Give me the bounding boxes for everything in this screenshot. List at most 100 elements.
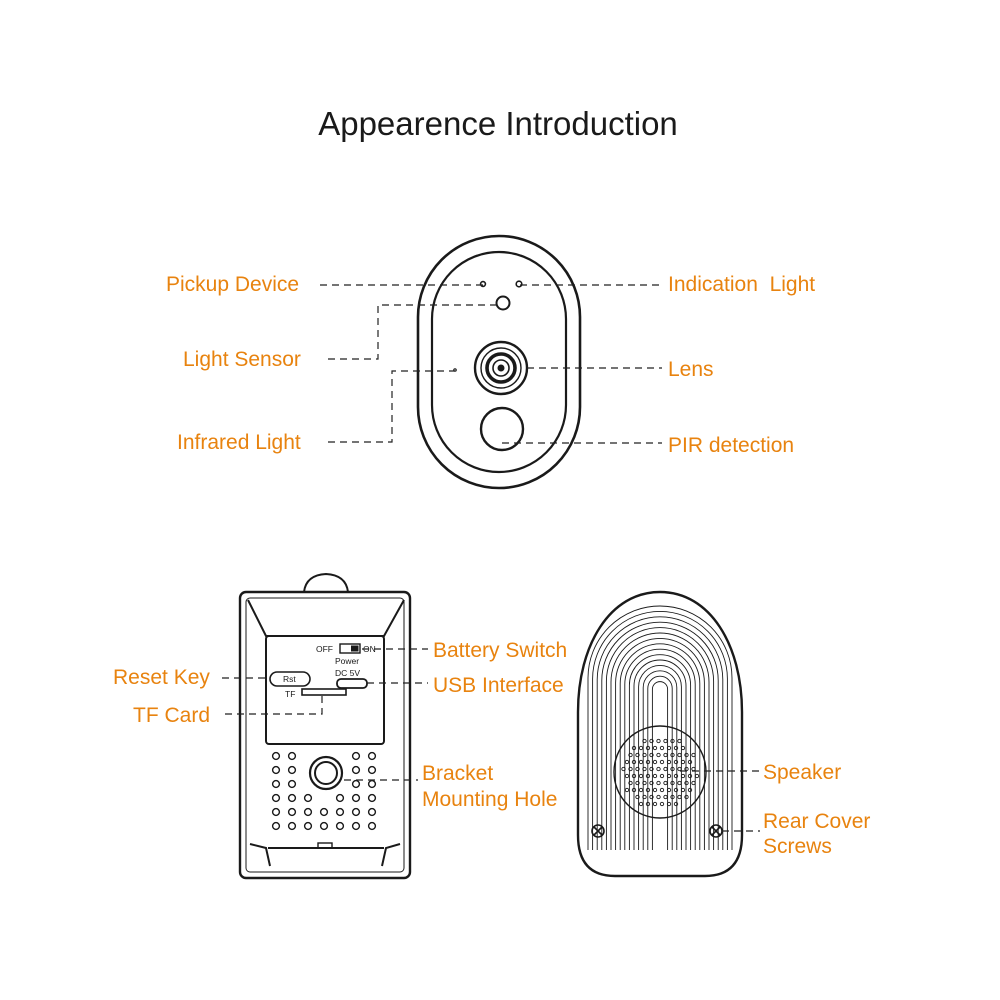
vent-hole bbox=[287, 793, 297, 803]
tf-card-slot bbox=[301, 688, 347, 696]
speaker-hole bbox=[691, 766, 696, 772]
vent-hole bbox=[303, 793, 313, 803]
label-usb-interface: USB Interface bbox=[433, 674, 564, 697]
speaker-hole bbox=[673, 801, 679, 807]
vent-hole bbox=[351, 807, 361, 817]
speaker-hole bbox=[656, 766, 661, 772]
vent-hole bbox=[271, 765, 281, 775]
speaker-hole bbox=[638, 801, 644, 807]
speaker-hole bbox=[659, 787, 665, 793]
speaker-hole bbox=[631, 773, 637, 779]
speaker-hole bbox=[687, 773, 693, 779]
speaker-hole bbox=[666, 759, 672, 765]
top-mount-nub bbox=[303, 572, 349, 593]
speaker-hole bbox=[645, 801, 651, 807]
speaker-hole bbox=[631, 745, 637, 751]
rear-ring bbox=[628, 654, 692, 850]
light-sensor-ring bbox=[495, 295, 511, 311]
vent-hole bbox=[335, 821, 345, 831]
label-reset-key: Reset Key bbox=[113, 666, 210, 689]
speaker-hole bbox=[684, 766, 689, 772]
rear-body-outline bbox=[576, 590, 744, 878]
side-panel-leader-lines bbox=[222, 648, 428, 781]
speaker-hole bbox=[624, 773, 630, 779]
switch-on-text: ON bbox=[363, 644, 376, 654]
switch-off-text: OFF bbox=[316, 644, 333, 654]
rear-ring bbox=[651, 681, 669, 850]
vent-hole bbox=[367, 807, 377, 817]
vent-hole bbox=[367, 779, 377, 789]
panel-body-outline bbox=[238, 590, 412, 880]
speaker-grille-icon bbox=[613, 725, 707, 819]
rear-ring bbox=[610, 632, 710, 850]
speaker-hole bbox=[677, 738, 682, 744]
vent-hole bbox=[367, 751, 377, 761]
speaker-hole bbox=[691, 752, 696, 758]
vent-hole bbox=[351, 751, 361, 761]
speaker-hole bbox=[642, 752, 647, 758]
speaker-hole bbox=[666, 801, 672, 807]
label-lens: Lens bbox=[668, 358, 714, 381]
vent-hole bbox=[319, 807, 329, 817]
speaker-hole bbox=[631, 787, 637, 793]
speaker-hole bbox=[666, 787, 672, 793]
vent-hole bbox=[319, 821, 329, 831]
speaker-hole bbox=[635, 794, 640, 800]
speaker-hole bbox=[677, 780, 682, 786]
speaker-hole bbox=[677, 794, 682, 800]
speaker-hole bbox=[663, 738, 668, 744]
battery-power-switch bbox=[339, 643, 361, 654]
speaker-hole bbox=[652, 773, 658, 779]
speaker-hole bbox=[659, 759, 665, 765]
speaker-hole bbox=[642, 766, 647, 772]
camera-side-panel-view: OFF ON Power DC 5V Rst TF bbox=[238, 572, 412, 880]
label-light-sensor: Light Sensor bbox=[183, 348, 301, 371]
speaker-hole bbox=[628, 780, 633, 786]
camera-rear-view bbox=[576, 590, 744, 878]
speaker-hole bbox=[649, 738, 654, 744]
speaker-hole bbox=[687, 787, 693, 793]
speaker-hole bbox=[687, 759, 693, 765]
speaker-hole bbox=[652, 745, 658, 751]
speaker-hole bbox=[680, 759, 686, 765]
speaker-hole bbox=[642, 780, 647, 786]
lens-icon bbox=[473, 340, 529, 396]
speaker-hole bbox=[635, 752, 640, 758]
panel-body-inner bbox=[245, 597, 405, 873]
speaker-hole bbox=[638, 759, 644, 765]
camera-front-inner-face bbox=[430, 250, 568, 474]
vent-hole bbox=[367, 793, 377, 803]
vent-hole bbox=[287, 779, 297, 789]
speaker-hole bbox=[642, 738, 647, 744]
speaker-hole bbox=[649, 752, 654, 758]
speaker-hole bbox=[656, 794, 661, 800]
bracket-mounting-hole bbox=[308, 755, 344, 791]
control-cover-plate bbox=[265, 635, 385, 745]
rear-ring bbox=[642, 670, 678, 850]
label-speaker: Speaker bbox=[763, 761, 841, 784]
label-bracket-mounting-hole-line1: Bracket bbox=[422, 762, 493, 785]
vent-hole bbox=[335, 807, 345, 817]
vent-hole bbox=[367, 765, 377, 775]
camera-front-view bbox=[416, 234, 582, 490]
vent-hole bbox=[271, 751, 281, 761]
vent-hole bbox=[271, 793, 281, 803]
rear-concentric-rings bbox=[587, 605, 733, 850]
speaker-hole bbox=[666, 773, 672, 779]
speaker-hole bbox=[684, 780, 689, 786]
speaker-hole bbox=[645, 745, 651, 751]
vent-hole bbox=[351, 821, 361, 831]
speaker-hole bbox=[649, 780, 654, 786]
speaker-hole bbox=[663, 794, 668, 800]
vent-hole-grid bbox=[271, 751, 377, 831]
speaker-hole bbox=[680, 773, 686, 779]
vent-hole bbox=[271, 779, 281, 789]
speaker-hole bbox=[628, 752, 633, 758]
rear-ring bbox=[596, 616, 724, 850]
speaker-hole bbox=[677, 766, 682, 772]
vent-hole bbox=[287, 751, 297, 761]
vent-hole bbox=[287, 807, 297, 817]
speaker-hole bbox=[645, 787, 651, 793]
speaker-hole bbox=[684, 794, 689, 800]
rear-ring bbox=[647, 675, 673, 850]
